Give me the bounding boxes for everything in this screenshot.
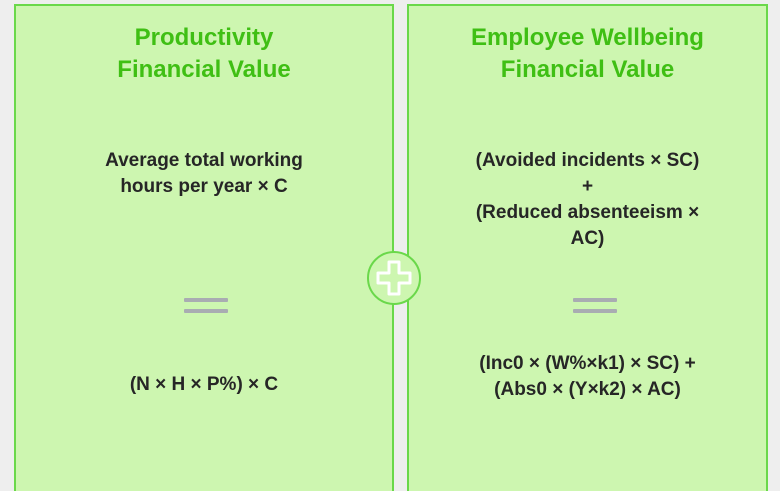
equals-bar-top (573, 298, 617, 302)
wellbeing-expression-line-1: (Inc0 × (W%×k1) × SC) + (479, 353, 696, 374)
wellbeing-formula-line-2: (Reduced absenteeism × (475, 202, 700, 223)
productivity-panel: Productivity Financial Value Average tot… (14, 4, 394, 491)
wellbeing-expression-line-2: (Abs0 × (Y×k2) × AC) (494, 379, 681, 400)
productivity-expression-line-1: (N × H × P%) × C (129, 374, 279, 395)
equals-bar-top (184, 298, 228, 302)
equals-icon (184, 298, 228, 313)
wellbeing-title-line-2: Financial Value (500, 56, 675, 83)
productivity-formula-expression: (N × H × P%) × C (16, 372, 392, 398)
productivity-title-line-1: Productivity (134, 24, 274, 51)
productivity-formula-line-1: Average total working (105, 150, 303, 171)
wellbeing-title-line-1: Employee Wellbeing (471, 24, 704, 51)
equals-icon (573, 298, 617, 313)
productivity-title: Productivity Financial Value (16, 22, 392, 86)
plus-icon (367, 251, 421, 305)
wellbeing-formula-expression: (Inc0 × (W%×k1) × SC) + (Abs0 × (Y×k2) ×… (409, 351, 766, 403)
wellbeing-formula-line-3: AC) (570, 228, 605, 249)
wellbeing-panel: Employee Wellbeing Financial Value (Avoi… (407, 4, 768, 491)
productivity-title-line-2: Financial Value (117, 56, 291, 83)
equals-bar-bottom (184, 309, 228, 313)
plus-icon-graphic (376, 260, 412, 296)
wellbeing-formula-description: (Avoided incidents × SC) + (Reduced abse… (409, 148, 766, 252)
wellbeing-title: Employee Wellbeing Financial Value (409, 22, 766, 86)
productivity-formula-description: Average total working hours per year × C (16, 148, 392, 200)
wellbeing-formula-plus: + (581, 176, 594, 197)
productivity-formula-line-2: hours per year × C (120, 176, 288, 197)
equals-bar-bottom (573, 309, 617, 313)
wellbeing-formula-line-1: (Avoided incidents × SC) (475, 150, 700, 171)
